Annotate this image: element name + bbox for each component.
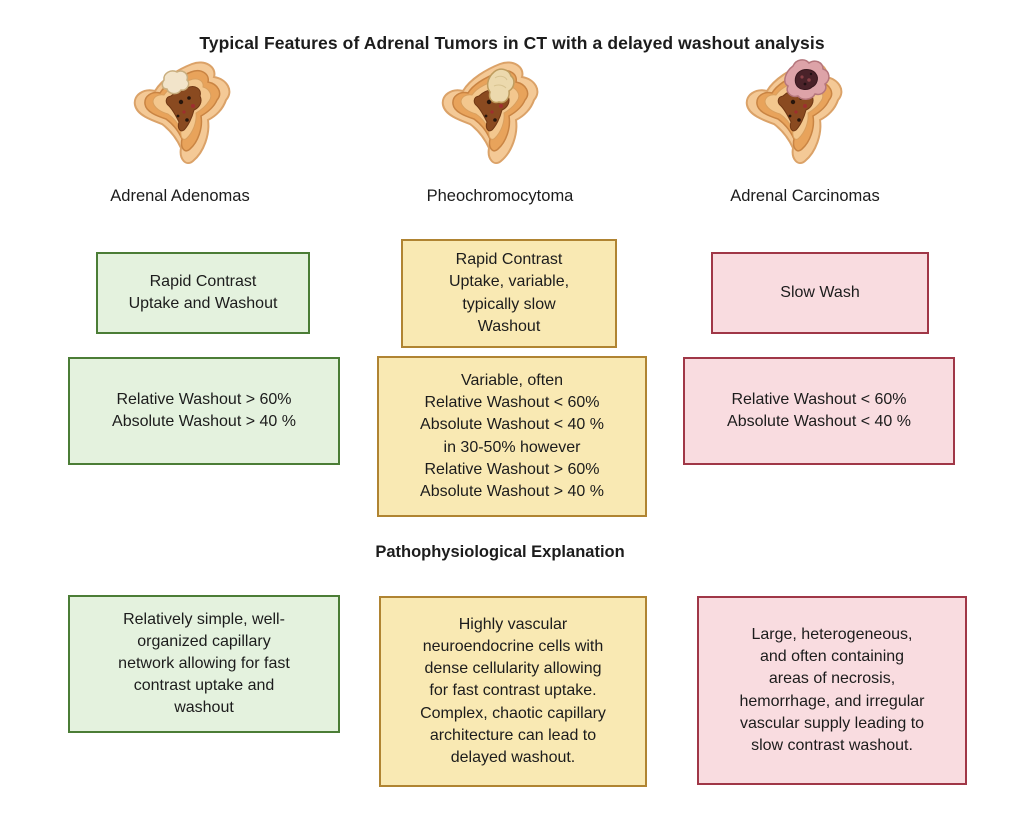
column-label-pheochromocytoma: Pheochromocytoma	[426, 187, 574, 205]
carcinoma-contrast-behavior-box: Slow Wash	[711, 252, 929, 334]
diagram-title: Typical Features of Adrenal Tumors in CT…	[199, 33, 825, 53]
carcinoma-mass	[784, 59, 830, 100]
carcinoma-pathophysiology-text: Large, heterogeneous, and often containi…	[739, 626, 925, 754]
pheochromocytoma-pathophysiology-box: Highly vascular neuroendocrine cells wit…	[379, 596, 647, 787]
adrenal-gland-with-pheochromocytoma-icon	[441, 61, 539, 165]
adenoma-nodule	[161, 70, 190, 95]
pheochromocytoma-pathophysiology-text: Highly vascular neuroendocrine cells wit…	[420, 616, 606, 766]
column-label-adrenal-adenomas: Adrenal Adenomas	[110, 187, 250, 205]
adrenal-gland-with-adenoma-icon	[133, 61, 231, 165]
column-label-adrenal-carcinomas: Adrenal Carcinomas	[730, 187, 880, 205]
carcinoma-contrast-behavior-text: Slow Wash	[780, 283, 860, 301]
adenoma-pathophysiology-box: Relatively simple, well- organized capil…	[68, 595, 340, 733]
adenoma-washout-values-box: Relative Washout > 60% Absolute Washout …	[68, 357, 340, 465]
adenoma-pathophysiology-text: Relatively simple, well- organized capil…	[118, 610, 290, 717]
pheochromocytoma-contrast-behavior-box: Rapid Contrast Uptake, variable, typical…	[401, 239, 617, 348]
pathophysiology-section-heading: Pathophysiological Explanation	[375, 543, 625, 561]
pheochromocytoma-washout-values-text: Variable, often Relative Washout < 60% A…	[420, 372, 604, 500]
pheochromocytoma-washout-values-box: Variable, often Relative Washout < 60% A…	[377, 356, 647, 517]
carcinoma-pathophysiology-box: Large, heterogeneous, and often containi…	[697, 596, 967, 785]
adenoma-washout-values-text: Relative Washout > 60% Absolute Washout …	[112, 390, 296, 430]
pheochromocytoma-mass	[486, 68, 515, 104]
carcinoma-washout-values-text: Relative Washout < 60% Absolute Washout …	[727, 390, 911, 430]
adenoma-contrast-behavior-text: Rapid Contrast Uptake and Washout	[128, 272, 278, 312]
pheochromocytoma-contrast-behavior-text: Rapid Contrast Uptake, variable, typical…	[448, 251, 570, 335]
adrenal-gland-with-carcinoma-icon	[745, 59, 843, 165]
carcinoma-washout-values-box: Relative Washout < 60% Absolute Washout …	[683, 357, 955, 465]
adenoma-contrast-behavior-box: Rapid Contrast Uptake and Washout	[96, 252, 310, 334]
